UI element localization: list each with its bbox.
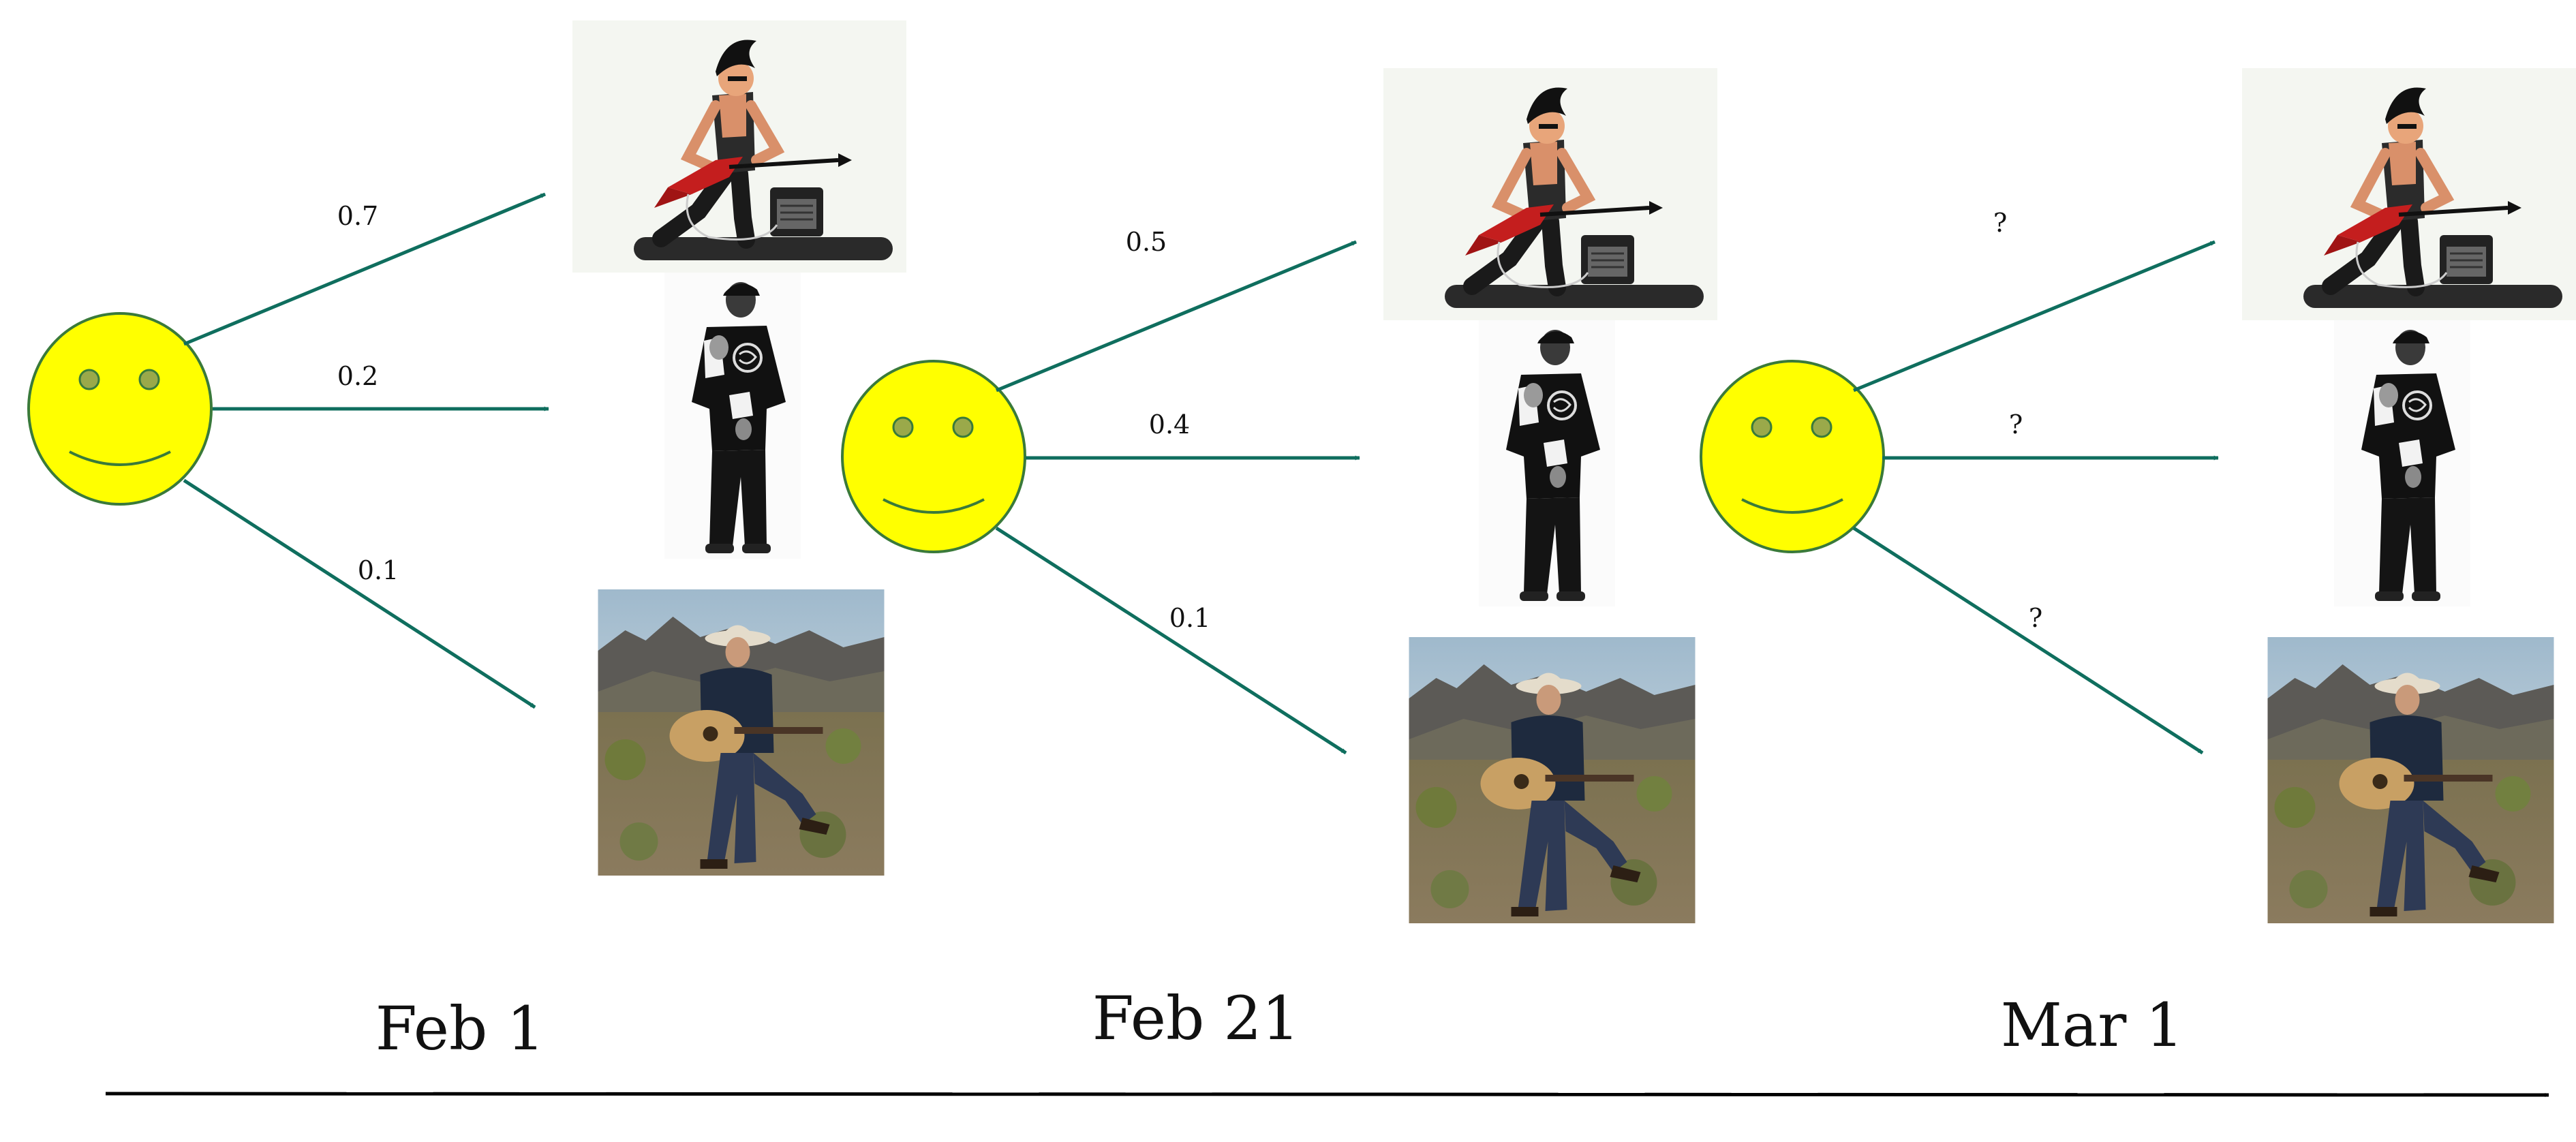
edge-arrow — [995, 526, 1347, 755]
rock-guitarist-icon — [2242, 68, 2576, 320]
probability-label: ? — [2009, 410, 2023, 439]
probability-label: 0.5 — [1126, 227, 1167, 257]
country-guitarist-icon — [2267, 637, 2554, 923]
rapper-icon — [664, 273, 801, 559]
timeline-arrow — [105, 1092, 2549, 1097]
rock-guitarist-icon — [572, 20, 906, 273]
date-label: Mar 1 — [2001, 990, 2184, 1060]
rock-guitarist-icon — [1383, 68, 1717, 320]
edge-arrow — [1852, 526, 2204, 755]
stage-feb21: 0.5 0.4 0.1 Feb 21 — [841, 68, 1717, 1053]
edge-arrow — [996, 240, 1357, 392]
probability-label: 0.7 — [337, 201, 378, 231]
probability-label: ? — [2029, 603, 2042, 633]
rapper-icon — [1479, 320, 1615, 606]
probability-label: 0.1 — [358, 555, 399, 585]
probability-label: ? — [1993, 208, 2007, 238]
rapper-icon — [2334, 320, 2470, 606]
edge-arrow — [183, 192, 546, 346]
probability-label: 0.1 — [1169, 603, 1210, 633]
edge-arrow — [183, 478, 536, 709]
stage-feb1: 0.7 0.2 0.1 Feb 1 — [27, 20, 906, 1064]
probability-label: 0.2 — [337, 361, 378, 391]
edge-arrow — [1853, 240, 2215, 392]
date-label: Feb 21 — [1092, 983, 1300, 1053]
stage-mar1: ? ? ? Mar 1 — [1700, 68, 2576, 1060]
country-guitarist-icon — [1409, 637, 1696, 923]
country-guitarist-icon — [598, 589, 885, 876]
date-label: Feb 1 — [375, 993, 545, 1064]
smiley-face-icon — [27, 312, 213, 506]
probability-label: 0.4 — [1149, 410, 1190, 439]
